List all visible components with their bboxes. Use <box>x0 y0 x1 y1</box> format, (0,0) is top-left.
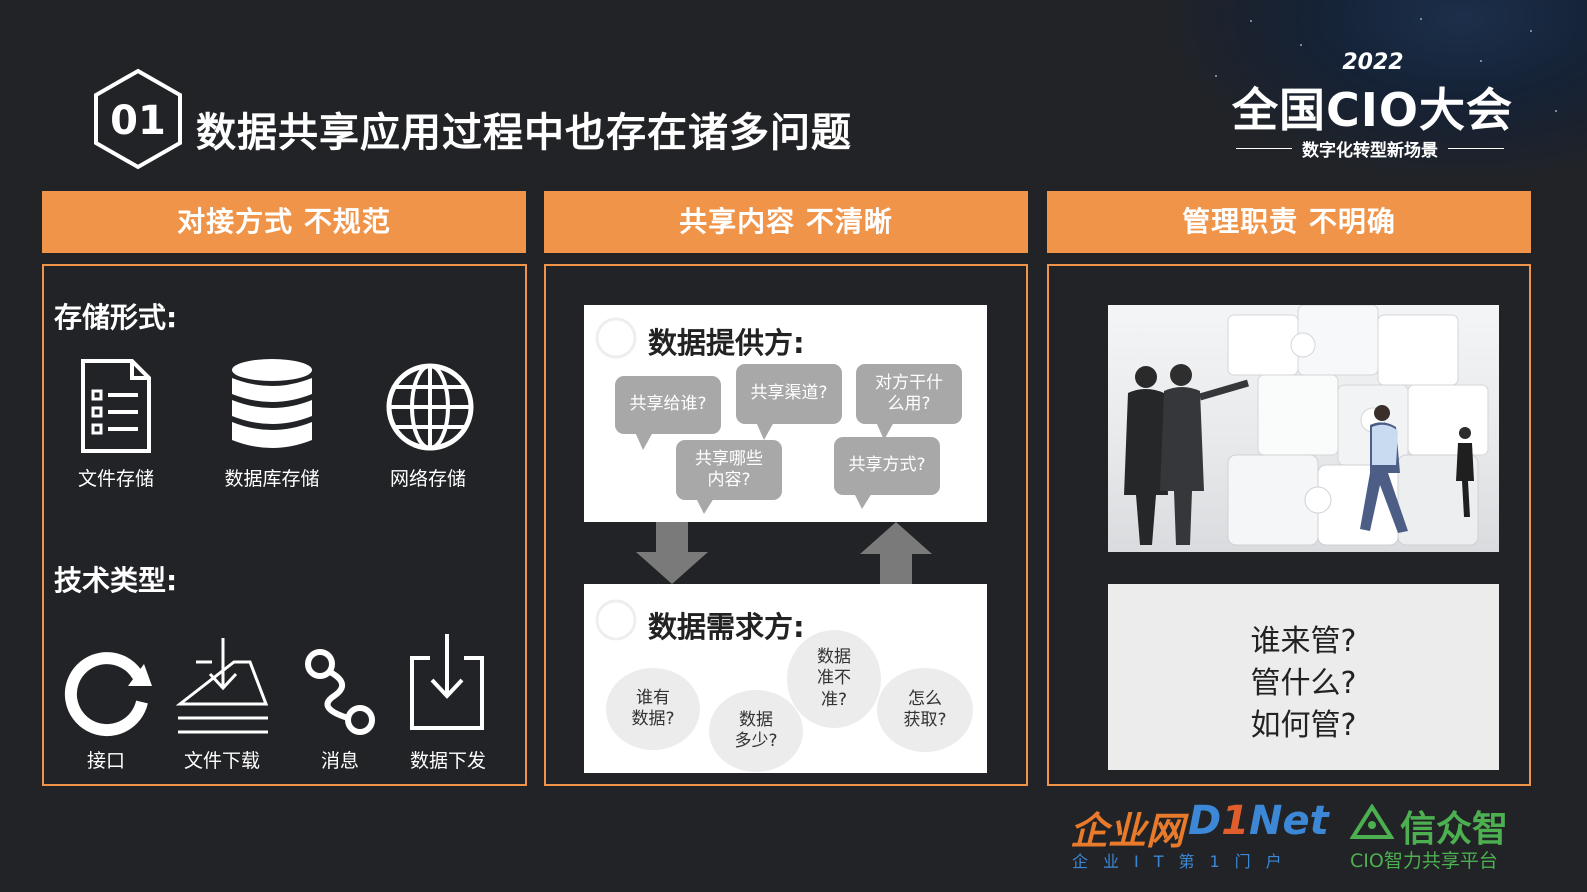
provider-question-bubble: 对方干什 么用? <box>856 364 962 440</box>
arrow-down-icon <box>636 522 708 584</box>
section-header-management: 管理职责 不明确 <box>1047 191 1531 253</box>
star <box>1215 75 1217 77</box>
provider-question-bubble: 共享给谁? <box>615 376 721 450</box>
star <box>1250 20 1252 22</box>
star <box>1480 60 1482 62</box>
management-question: 管什么? <box>1250 666 1357 701</box>
starfield-background <box>1167 0 1587 180</box>
demand-title: 数据需求方: <box>648 610 805 644</box>
hexagon-badge <box>94 68 182 170</box>
divider <box>1448 148 1504 149</box>
puzzle-scene-illustration <box>1124 305 1489 546</box>
tech-file-download-label: 文件下载 <box>183 750 260 772</box>
demand-question-cloud: 怎么 获取? <box>877 668 973 752</box>
tech-message-label: 消息 <box>320 750 359 772</box>
enterprise-net-logo: 企业网 <box>1070 809 1185 853</box>
tech-interface-label: 接口 <box>86 750 125 772</box>
management-question: 谁来管? <box>1250 624 1357 659</box>
management-questions-box: 谁来管? 管什么? 如何管? <box>1108 584 1499 770</box>
partner-logo-name: 信众智 <box>1400 809 1509 850</box>
triangle-people-icon <box>1350 804 1394 839</box>
arrow-up-icon <box>860 522 932 584</box>
panel-content <box>544 264 1028 786</box>
bubble-text: 对方干什 么用? <box>875 372 943 414</box>
section-header-content: 共享内容 不清晰 <box>544 191 1028 253</box>
globe-icon <box>386 363 474 451</box>
storage-database-label: 数据库存储 <box>224 468 320 490</box>
panel-interface <box>42 264 527 786</box>
bubble-text: 共享方式? <box>848 455 926 476</box>
page-title: 数据共享应用过程中也存在诸多问题 <box>196 110 852 156</box>
storage-label: 存储形式: <box>54 301 178 334</box>
star <box>1420 18 1422 20</box>
storage-network-label: 网络存储 <box>389 468 466 490</box>
d1net-logo-one: 1 <box>1221 798 1250 844</box>
bubble-tail <box>696 498 714 514</box>
tech-data-distribution-label: 数据下发 <box>409 750 486 772</box>
bubble-text: 共享哪些 内容? <box>695 448 763 490</box>
panel-management <box>1047 264 1531 786</box>
demand-question-cloud: 数据 多少? <box>709 690 803 772</box>
d1net-logo: D1Net <box>1188 798 1329 844</box>
bubble-tail <box>756 422 774 440</box>
divider <box>1236 148 1292 149</box>
logo-name: 全国CIO大会 <box>1232 83 1513 137</box>
star <box>1300 44 1302 46</box>
bubble-tail <box>854 493 872 509</box>
demand-question-cloud: 谁有 数据? <box>606 668 700 750</box>
chat-watermark-icon <box>595 599 637 641</box>
chat-watermark-icon <box>595 317 637 359</box>
enterprise-net-tagline: 企业IT第1门户 <box>1072 852 1297 871</box>
logo-subtitle: 数字化转型新场景 <box>1236 136 1504 161</box>
logo-year: 2022 <box>1342 50 1404 75</box>
star <box>1530 30 1532 32</box>
bubble-tail <box>876 422 894 440</box>
business-people-puzzle-photo <box>1108 305 1499 552</box>
section-header-interface: 对接方式 不规范 <box>42 191 526 253</box>
provider-title: 数据提供方: <box>648 326 805 360</box>
star <box>1555 110 1557 112</box>
route-icon <box>305 649 375 735</box>
section-number: 01 <box>110 98 166 144</box>
bubble-tail <box>635 432 653 450</box>
bubble-text: 共享给谁? <box>629 394 707 415</box>
partner-logo-tagline: CIO智力共享平台 <box>1350 850 1498 872</box>
demand-question-cloud: 数据 准不 准? <box>787 630 881 728</box>
bubble-text: 共享渠道? <box>750 383 828 404</box>
refresh-icon <box>64 652 152 737</box>
tech-label: 技术类型: <box>54 564 178 597</box>
provider-question-bubble: 共享渠道? <box>736 364 842 440</box>
database-icon <box>232 359 312 448</box>
provider-question-bubble: 共享方式? <box>834 437 940 509</box>
document-list-icon <box>81 359 151 453</box>
logo-subtitle-text: 数字化转型新场景 <box>1302 141 1438 161</box>
box-download-icon <box>410 634 484 730</box>
management-question: 如何管? <box>1250 708 1357 743</box>
storage-file-label: 文件存储 <box>77 468 154 490</box>
tray-download-icon <box>176 638 269 734</box>
provider-question-bubble: 共享哪些 内容? <box>676 440 782 514</box>
